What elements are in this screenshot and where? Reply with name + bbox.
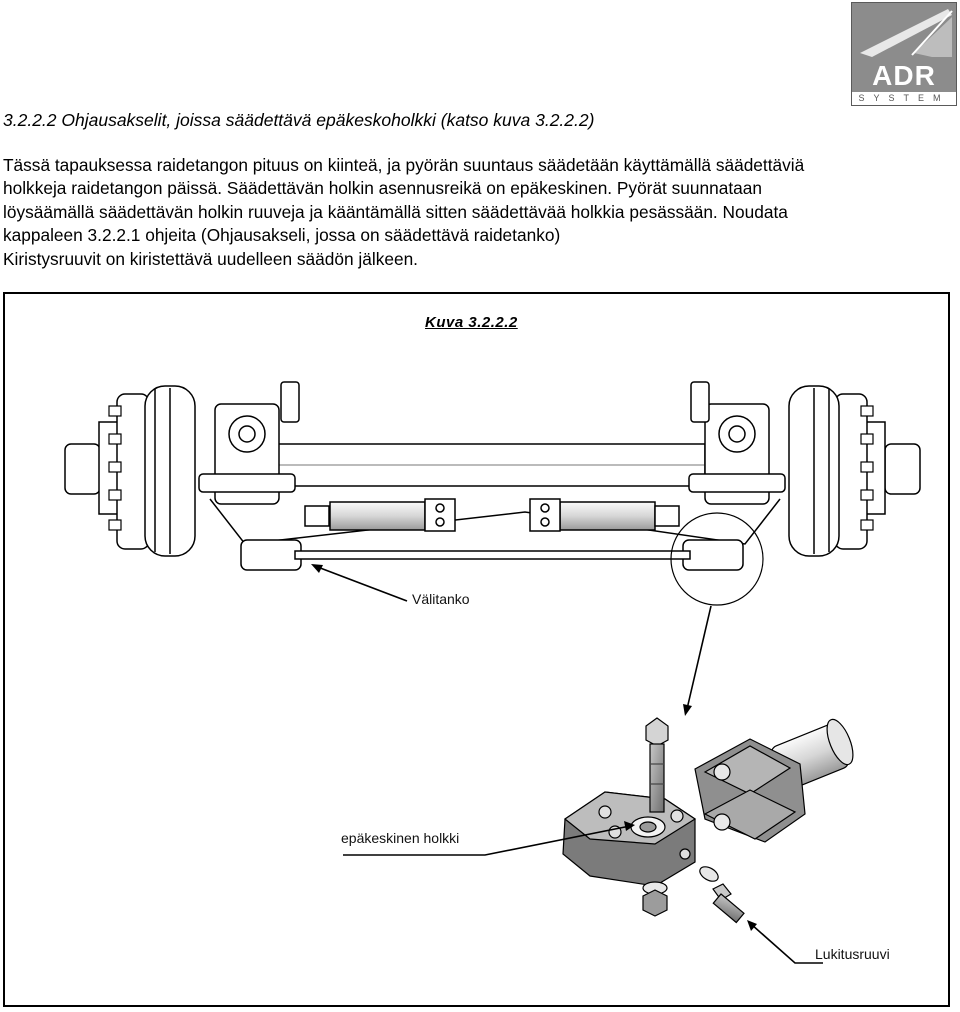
figure-title: Kuva 3.2.2.2 [425,314,518,331]
logo-graphic [860,9,953,57]
adr-system-logo: ADR SYSTEM [851,2,957,106]
logo-subtitle: SYSTEM [852,92,956,105]
wheel-bolts [108,405,874,531]
section-heading: 3.2.2.2 Ohjausakselit, joissa säädettävä… [3,110,595,130]
paragraph-line: kappaleen 3.2.2.1 ohjeita (Ohjausakseli,… [3,225,561,246]
paragraph-line: Kiristysruuvit on kiristettävä uudelleen… [3,248,418,269]
exploded-detail [562,717,854,924]
paragraph-line: holkkeja raidetangon päissä. Säädettävän… [3,178,762,199]
detail-circle [670,512,764,606]
label-locking-screw: Lukitusruuvi [815,946,890,962]
logo-text: ADR [872,60,936,91]
body-paragraph: Tässä tapauksessa raidetangon pituus on … [3,154,948,271]
paragraph-line: löysäämällä säädettävän holkin ruuveja j… [3,201,788,222]
leader-lines [311,564,823,964]
axle-drawing [64,381,921,964]
label-tie-rod: Välitanko [412,591,470,607]
label-eccentric-bushing: epäkeskinen holkki [341,830,460,846]
paragraph-line: Tässä tapauksessa raidetangon pituus on … [3,155,805,175]
axle-assembly [64,381,921,571]
figure-frame: Kuva 3.2.2.2 Välitanko epäkeskinen holkk… [3,292,950,1007]
